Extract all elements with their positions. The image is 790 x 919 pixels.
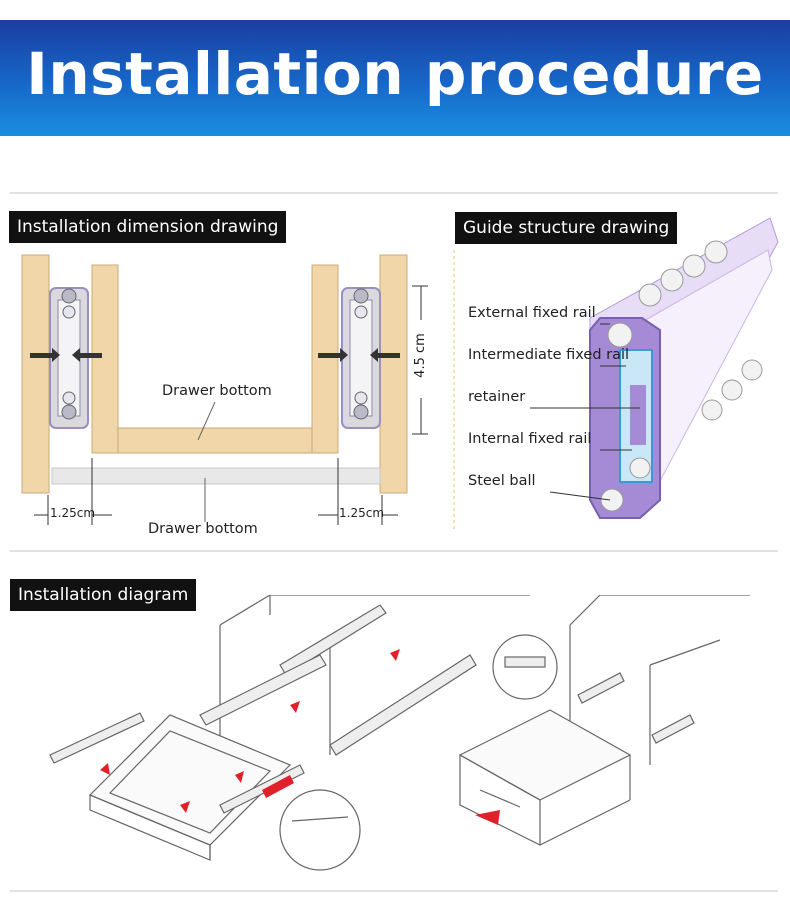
page-title: Installation procedure [26,40,764,108]
right-gap-label: 1.25cm [339,506,385,520]
cabinet-bottom-panel [51,467,381,485]
left-gap-label: 1.25cm [50,506,96,520]
cabinet-side-left [21,254,50,494]
cabinet-side-right [379,254,408,494]
title-banner: Installation procedure [0,20,790,136]
zoom-detail-left [279,789,361,871]
rail-left [30,287,102,429]
dimension-drawing-heading: Installation dimension drawing [9,211,287,243]
part-label-retainer: retainer [468,389,526,405]
guide-structure-drawing [453,217,779,530]
steel-balls [600,240,763,512]
divider-bottom [10,890,778,892]
drawer-side-left [91,264,119,454]
part-label-steel-ball: Steel ball [468,473,536,489]
cabinet-rail-lower [329,654,477,756]
part-label-internal-rail: Internal fixed rail [468,431,592,447]
drawer-box-right [458,709,632,801]
drawer-side-right [311,264,339,454]
height-label: 4.5 cm [412,333,428,378]
cabinet-rail-upper [279,604,387,676]
divider-top [10,192,778,194]
drawer-bottom-outer-label: Drawer bottom [148,521,258,537]
divider-middle [10,550,778,552]
structure-drawing-heading: Guide structure drawing [455,212,678,244]
installation-diagram [49,595,750,871]
drawer-rail-middle [199,654,327,726]
part-label-external-rail: External fixed rail [468,305,596,321]
rail-right [318,287,400,429]
dimension-drawing [21,254,428,525]
screw-markers [100,649,400,813]
drawer-bottom-board [117,427,313,454]
part-label-intermediate-rail: Intermediate fixed rail [468,347,630,363]
drawer-bottom-inner-label: Drawer bottom [162,383,272,399]
installation-diagram-heading: Installation diagram [10,579,197,611]
